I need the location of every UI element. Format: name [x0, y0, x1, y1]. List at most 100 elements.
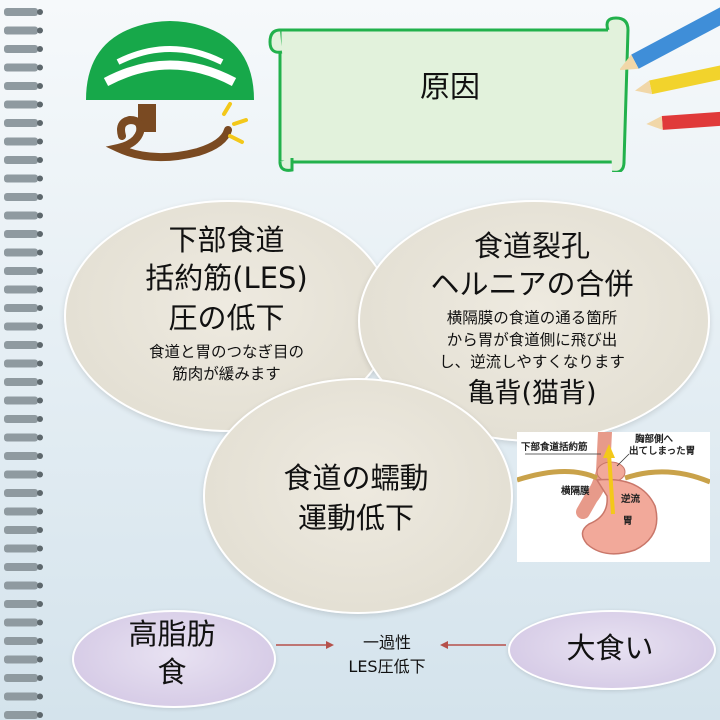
- binding-hole: [37, 83, 43, 89]
- binding-hole: [37, 693, 43, 700]
- les-note-line-2: 筋肉が緩みます: [172, 365, 281, 383]
- binding-ring: [4, 433, 38, 442]
- binding-hole: [37, 249, 43, 256]
- les-illustration-label: 下部食道括約筋: [521, 441, 588, 453]
- cause-peristalsis-bubble: [203, 378, 513, 614]
- binding-ring: [4, 378, 38, 386]
- binding-hole: [37, 157, 43, 163]
- binding-hole: [37, 175, 43, 182]
- les-heading-line-3: 圧の低下: [168, 301, 285, 335]
- binding-ring: [4, 119, 38, 127]
- binding-hole: [37, 471, 43, 478]
- binding-ring: [4, 526, 38, 534]
- binding-hole: [37, 656, 43, 663]
- binding-ring: [4, 156, 38, 164]
- binding-ring: [4, 322, 38, 331]
- les-heading-line-1: 下部食道: [168, 223, 285, 257]
- high-fat-diet-bubble: [72, 610, 276, 708]
- binding-hole: [37, 101, 43, 108]
- binding-ring: [4, 618, 38, 627]
- binding-hole: [37, 323, 43, 330]
- binding-hole: [37, 64, 43, 71]
- arrow-right-icon: [440, 641, 506, 649]
- binding-ring: [4, 267, 38, 275]
- binding-ring: [4, 100, 38, 109]
- binding-hole: [37, 342, 43, 348]
- binding-hole: [37, 120, 43, 126]
- kyphosis-label: 亀背(猫背): [467, 378, 597, 409]
- les-heading-line-2: 括約筋(LES): [145, 261, 308, 295]
- binding-ring: [4, 304, 38, 312]
- binding-ring: [4, 174, 38, 183]
- binding-hole: [37, 619, 43, 626]
- binding-hole: [37, 453, 43, 459]
- pencils-decoration-icon: [620, 0, 720, 130]
- binding-ring: [4, 82, 38, 90]
- hernia-note-line-1: 横隔膜の食道の通る箇所: [446, 309, 618, 327]
- binding-ring: [4, 692, 38, 701]
- chest-side-label-line-2: 出てしまった胃: [629, 445, 695, 457]
- binding-ring: [4, 563, 38, 571]
- hernia-heading-line-1: 食道裂孔: [473, 229, 590, 263]
- binding-hole: [37, 212, 43, 219]
- binding-ring: [4, 674, 38, 682]
- binding-ring: [4, 359, 38, 368]
- pine-logo-icon: [86, 21, 254, 162]
- binding-ring: [4, 452, 38, 460]
- overeating-bubble: [508, 610, 716, 690]
- binding-hole: [37, 231, 43, 237]
- arrow-left-icon: [276, 641, 334, 649]
- binding-hole: [37, 712, 43, 718]
- binding-hole: [37, 379, 43, 385]
- binding-ring: [4, 655, 38, 664]
- binding-hole: [37, 305, 43, 311]
- binding-ring: [4, 45, 38, 53]
- binding-hole: [37, 564, 43, 570]
- binding-ring: [4, 415, 38, 423]
- binding-hole: [37, 527, 43, 533]
- hernia-heading-line-2: ヘルニアの合併: [430, 267, 634, 301]
- high-fat-line-2: 食: [157, 655, 187, 689]
- binding-hole: [37, 27, 43, 34]
- binding-ring: [4, 230, 38, 238]
- peristalsis-heading-line-1: 食道の蠕動: [283, 461, 429, 495]
- binding-hole: [37, 397, 43, 404]
- hernia-note-line-2: から胃が食道側に飛び出: [446, 331, 618, 349]
- binding-hole: [37, 582, 43, 589]
- binding-hole: [37, 638, 43, 644]
- binding-ring: [4, 396, 38, 405]
- binding-hole: [37, 675, 43, 681]
- title-scroll-banner: [268, 16, 630, 172]
- binding-ring: [4, 137, 38, 146]
- hiatal-hernia-illustration: 下部食道括約筋 胸部側へ 出てしまった胃 横隔膜 逆流 胃: [517, 432, 710, 562]
- binding-ring: [4, 711, 38, 719]
- overeating-label: 大食い: [566, 631, 654, 665]
- binding-hole: [37, 416, 43, 422]
- diaphragm-label: 横隔膜: [561, 485, 590, 497]
- binding-hole: [37, 434, 43, 441]
- binding-hole: [37, 194, 43, 200]
- binding-hole: [37, 9, 43, 15]
- transient-les-line-2: LES圧低下: [348, 657, 426, 676]
- binding-ring: [4, 544, 38, 553]
- binding-hole: [37, 508, 43, 515]
- binding-ring: [4, 63, 38, 72]
- binding-ring: [4, 581, 38, 590]
- binding-ring: [4, 211, 38, 220]
- binding-ring: [4, 637, 38, 645]
- binding-ring: [4, 248, 38, 257]
- binding-ring: [4, 26, 38, 35]
- binding-ring: [4, 193, 38, 201]
- binding-hole: [37, 286, 43, 293]
- chest-side-label-line-1: 胸部側へ: [635, 433, 674, 445]
- peristalsis-heading-line-2: 運動低下: [297, 501, 414, 535]
- binding-hole: [37, 138, 43, 145]
- binding-hole: [37, 268, 43, 274]
- high-fat-line-1: 高脂肪: [128, 617, 216, 651]
- binding-hole: [37, 46, 43, 52]
- les-note-line-1: 食道と胃のつなぎ目の: [148, 343, 304, 361]
- binding-hole: [37, 490, 43, 496]
- binding-ring: [4, 341, 38, 349]
- binding-hole: [37, 545, 43, 552]
- binding-ring: [4, 470, 38, 479]
